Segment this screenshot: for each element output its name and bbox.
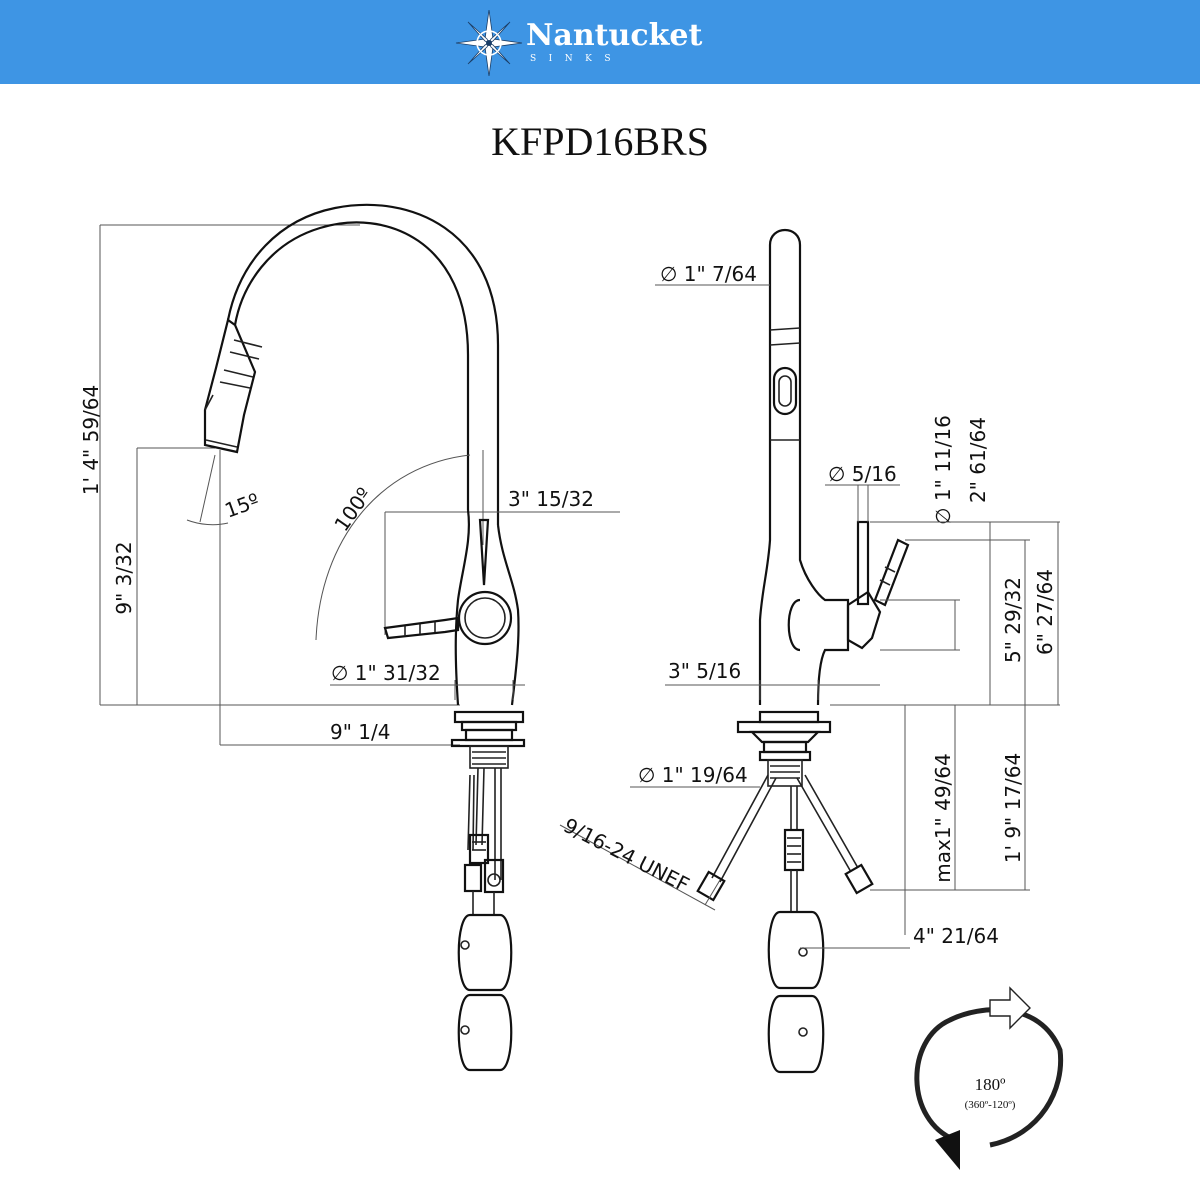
handle-projection-label: 2" 61/64 (966, 417, 990, 503)
weight-offset-label: 4" 21/64 (913, 924, 999, 948)
total-height-label: 1' 4" 59/64 (79, 385, 103, 496)
brand-subtitle: SINKS (530, 54, 623, 64)
spray-angle-label: 15º (222, 488, 263, 522)
handle-length-label: 3" 15/32 (508, 487, 594, 511)
brand-logo: Nantucket SINKS (454, 8, 704, 78)
spout-diameter-label: ∅ 1" 7/64 (660, 262, 757, 286)
compass-rose-icon (455, 9, 523, 77)
reach-label: 9" 1/4 (330, 720, 390, 744)
shank-diameter-label: ∅ 1" 19/64 (638, 763, 748, 787)
hose-length-label: 1' 9" 17/64 (1001, 753, 1025, 864)
right-faucet-view: ∅ 1" 7/64 ∅ 5/16 ∅ 1" 11/16 2" 61/64 5" … (560, 229, 1060, 1074)
handle-height-label: 5" 29/32 (1001, 577, 1025, 663)
base-diameter-label: ∅ 1" 31/32 (331, 661, 441, 685)
rotation-range-label: (360º-120º) (965, 1099, 1016, 1111)
body-height-label: 6" 27/64 (1033, 569, 1057, 655)
brand-header: Nantucket SINKS (0, 0, 1200, 84)
rotation-angle-label: 180º (975, 1075, 1006, 1094)
max-depth-label: max1" 49/64 (931, 753, 955, 883)
handle-body-diameter-label: ∅ 1" 11/16 (931, 415, 955, 525)
thread-spec-label: 9/16-24 UNEF (560, 813, 694, 897)
handle-angle-label: 100º (329, 483, 376, 536)
brand-name: Nantucket (526, 18, 703, 53)
spout-height-label: 9" 3/32 (112, 541, 136, 614)
handle-diameter-label: ∅ 5/16 (828, 462, 897, 486)
model-title: KFPD16BRS (491, 119, 709, 164)
base-width-label: 3" 5/16 (668, 659, 741, 683)
left-faucet-view: 15º 100º 3" 15/32 ∅ 1" 31/32 9" 1/4 1' 4… (79, 203, 620, 1072)
rotation-arrow-icon: 180º (360º-120º) (914, 986, 1064, 1170)
